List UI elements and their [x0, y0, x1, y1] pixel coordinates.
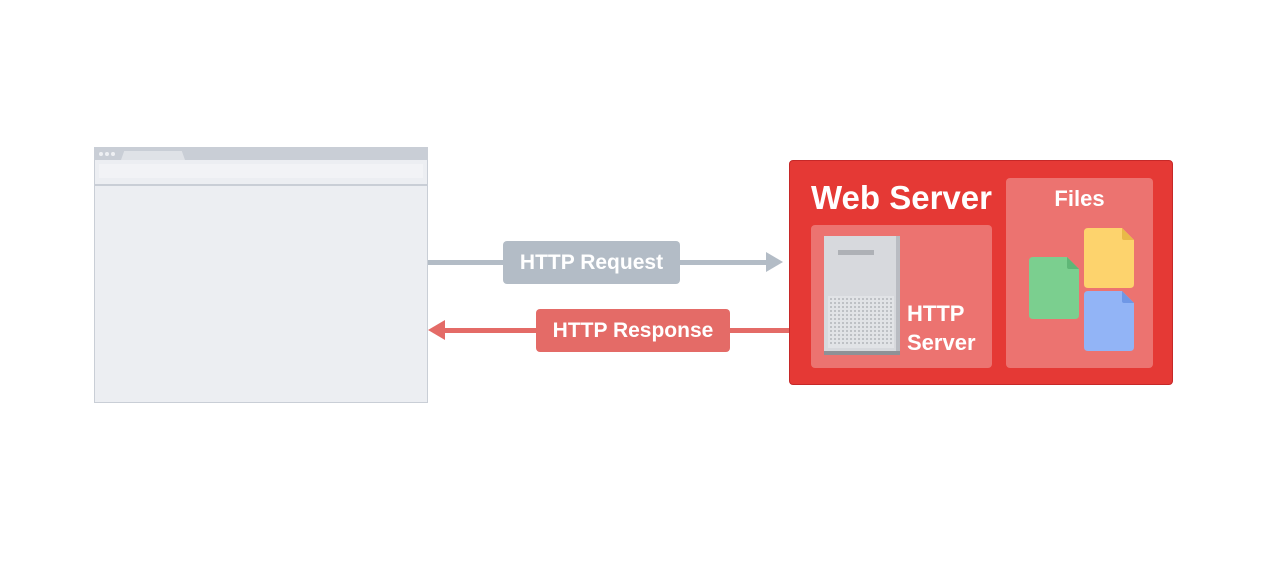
http-response-label: HTTP Response [536, 309, 730, 352]
yellow-file-icon [1084, 228, 1134, 288]
browser-address-field [99, 164, 423, 178]
browser-window [94, 147, 428, 403]
green-file-icon [1029, 257, 1079, 319]
response-arrow-head-icon [428, 320, 445, 340]
window-dot-icon [99, 152, 103, 156]
files-title: Files [1054, 186, 1105, 211]
web-server-box: Web Server HTTP Server Files [789, 160, 1173, 385]
http-server-label-line2: Server [907, 330, 976, 355]
server-tower-icon [824, 236, 900, 355]
browser-content [95, 186, 427, 402]
request-arrow-head-icon [766, 252, 783, 272]
web-server-title: Web Server [811, 179, 992, 216]
http-request-label: HTTP Request [503, 241, 680, 284]
http-server-label-line1: HTTP [907, 301, 965, 326]
window-dot-icon [105, 152, 109, 156]
http-server-panel: HTTP Server [811, 225, 992, 368]
http-server-label: HTTP Server [907, 299, 976, 357]
browser-titlebar [95, 148, 427, 160]
browser-address-bar [95, 160, 427, 186]
blue-file-icon [1084, 291, 1134, 351]
window-dot-icon [111, 152, 115, 156]
files-panel: Files [1006, 178, 1153, 368]
browser-tab [121, 151, 185, 160]
